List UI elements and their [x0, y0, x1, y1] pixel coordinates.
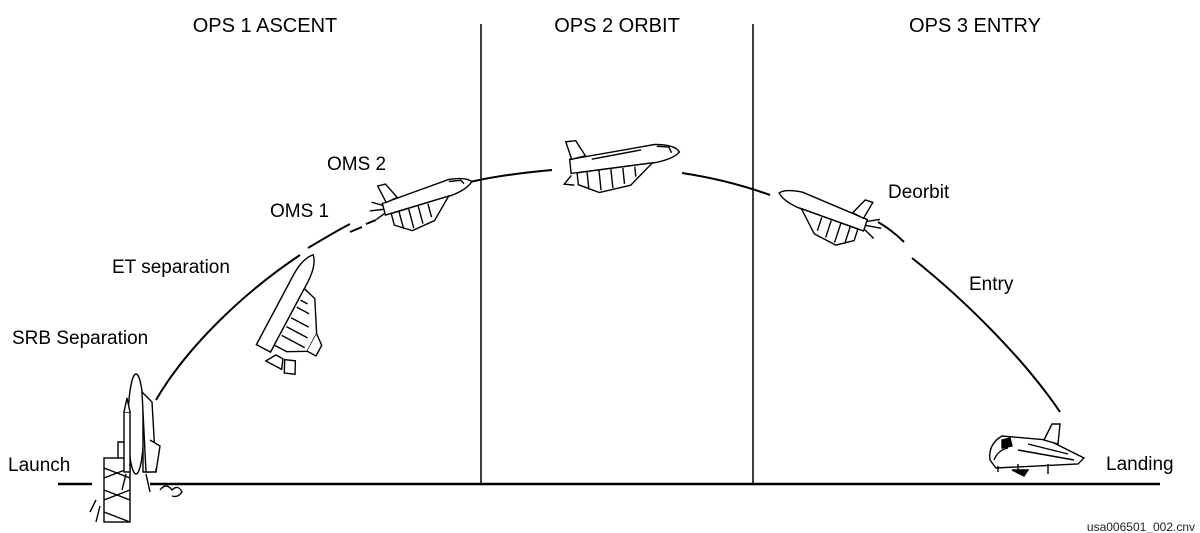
landing-orbiter-icon [989, 423, 1086, 477]
event-label-oms1: OMS 1 [270, 201, 329, 222]
deorbit-orbiter-icon [778, 189, 882, 246]
event-label-oms2: OMS 2 [327, 154, 386, 175]
event-label-entry: Entry [969, 274, 1014, 295]
phase-label-entry: OPS 3 ENTRY [909, 15, 1041, 37]
event-label-landing: Landing [1106, 454, 1174, 475]
trajectory-arc [155, 169, 1061, 413]
phase-label-ascent: OPS 1 ASCENT [193, 15, 338, 37]
event-label-launch: Launch [8, 455, 70, 476]
phase-label-orbit: OPS 2 ORBIT [554, 15, 680, 37]
event-label-srb-separation: SRB Separation [12, 328, 148, 349]
event-label-et-separation: ET separation [112, 257, 230, 278]
ascent-shuttle-et-icon [255, 253, 323, 376]
oms-burn-orbiter-icon [369, 177, 473, 232]
figure-id: usa006501_002.cnv [1087, 520, 1195, 533]
launch-pad-shuttle-icon [89, 373, 183, 523]
event-label-deorbit: Deorbit [888, 182, 950, 203]
orbit-orbiter-icon [562, 139, 681, 194]
